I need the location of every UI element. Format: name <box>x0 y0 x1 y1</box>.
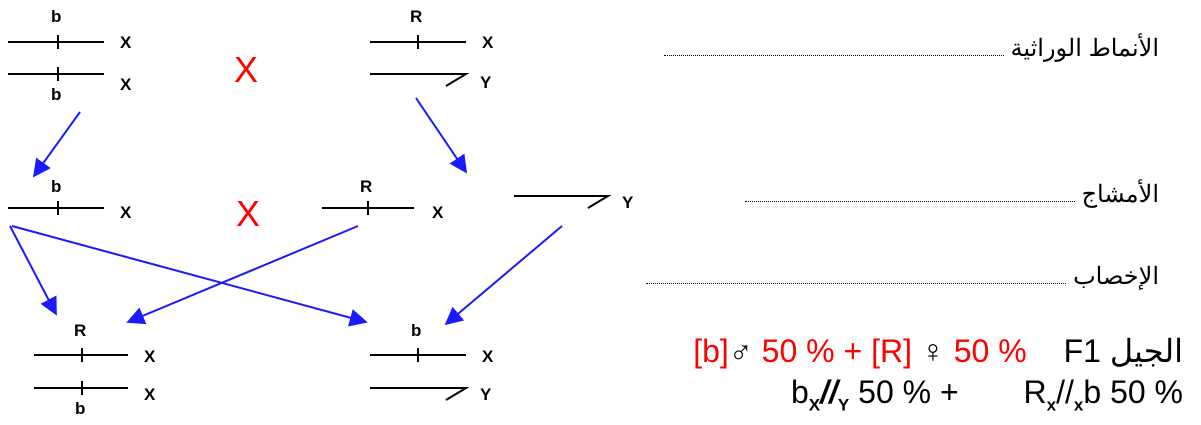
arrow-male-to-gamete <box>415 97 468 174</box>
chromosome-label: X <box>144 385 156 404</box>
gamete-female: b X <box>8 177 132 222</box>
female-genotype-percentage: 50 % <box>1110 374 1183 410</box>
arrow-female-to-gamete <box>32 111 81 178</box>
f1-label: الجيل F1 <box>1063 333 1183 369</box>
allele-label: b <box>51 177 61 196</box>
male-percentage: 50 % <box>761 333 835 369</box>
allele-label: b <box>411 321 421 340</box>
arrow-female-gamete-to-son <box>11 225 368 327</box>
f1-genotype-line: bX//Y 50 % + Rx//xb 50 % <box>791 374 1183 415</box>
f1-phenotype-line: [b]♂ 50 % + [R] ♀ 50 % الجيل F1 <box>693 332 1183 370</box>
chromosome-label: Y <box>480 73 492 92</box>
allele-label: b <box>75 399 85 418</box>
genotypes-label: الأنماط الوراثية <box>1010 35 1159 62</box>
allele-label: R <box>74 321 86 340</box>
arrow-female-gamete-to-daughter <box>9 225 57 316</box>
offspring-female-chromosomes: R X b X <box>34 321 156 418</box>
chromosome-label: Y <box>480 385 492 404</box>
chromosome-label: Y <box>622 193 634 212</box>
fertilization-label: الإخصاب <box>1073 263 1159 290</box>
male-genotype: bX//Y <box>790 374 850 415</box>
allele-label: R <box>410 7 422 26</box>
plus-sign: + <box>843 333 863 369</box>
arrow-male-x-to-daughter <box>126 225 359 325</box>
allele-label: b <box>51 85 61 104</box>
parent-female-chromosomes: b X b X <box>8 7 132 104</box>
fertilization-row: الإخصاب <box>646 262 1159 291</box>
allele-label: R <box>360 177 372 196</box>
chromosome-label: X <box>120 203 132 222</box>
gamete-male-x: R X <box>322 177 444 222</box>
allele-label: b <box>51 7 61 26</box>
y-chromosome-line <box>370 387 470 401</box>
male-genotype-percentage: 50 % <box>858 374 932 410</box>
inheritance-arrows <box>9 97 563 327</box>
parent-male-chromosomes: R X Y <box>370 7 494 92</box>
chromosome-label: X <box>120 75 132 94</box>
cross-symbol: X <box>236 193 260 234</box>
answer-line[interactable] <box>646 282 1067 284</box>
female-symbol-icon: ♀ <box>920 333 945 369</box>
male-symbol-icon: ♂ <box>728 333 753 369</box>
female-phenotype: [R] <box>871 333 912 369</box>
answer-line[interactable] <box>744 200 1075 202</box>
arrow-male-y-to-son <box>444 225 563 326</box>
cross-symbol: X <box>234 49 258 90</box>
chromosome-label: X <box>482 347 494 366</box>
chromosome-label: X <box>432 203 444 222</box>
plus-sign: + <box>939 374 959 410</box>
genotypes-row: الأنماط الوراثية <box>663 34 1159 63</box>
y-chromosome-line <box>514 195 612 209</box>
y-chromosome-line <box>370 73 470 87</box>
gametes-row: الأمشاج <box>744 180 1159 209</box>
chromosome-label: X <box>120 33 132 52</box>
chromosome-label: X <box>482 33 494 52</box>
chromosome-label: X <box>144 347 156 366</box>
answer-line[interactable] <box>663 54 1004 56</box>
female-genotype: Rx//xb <box>1023 374 1102 415</box>
male-phenotype: [b] <box>693 333 729 369</box>
offspring-male-chromosomes: b X Y <box>370 321 494 404</box>
gametes-label: الأمشاج <box>1081 181 1159 208</box>
gamete-male-y: Y <box>514 193 634 212</box>
female-percentage: 50 % <box>953 333 1027 369</box>
